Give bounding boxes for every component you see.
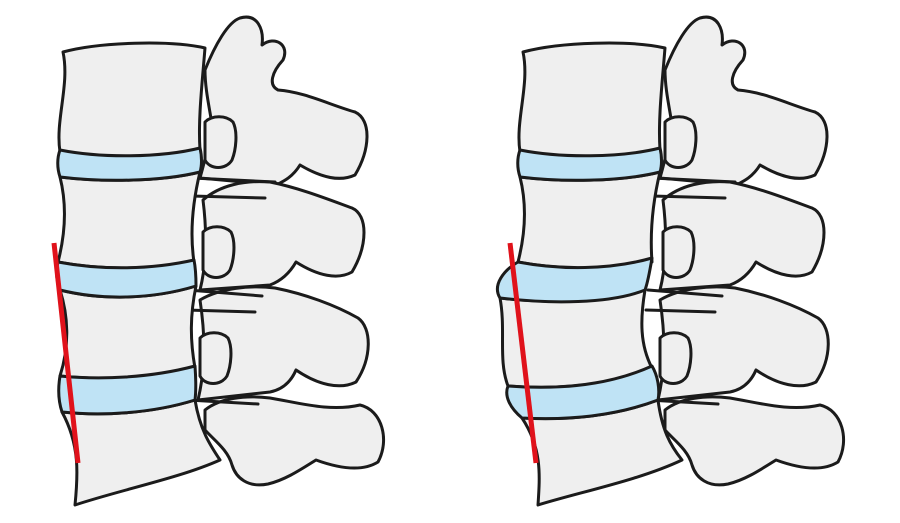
- disc-3-slipped: [505, 364, 661, 421]
- vertebra-2: [56, 170, 202, 270]
- vertebra-4: [60, 398, 222, 507]
- posterior-elements-slipped: [644, 15, 846, 487]
- disc-1-slipped: [516, 146, 663, 182]
- alignment-line-slipped: [507, 242, 539, 464]
- vertebra-2-slipped: [516, 170, 662, 270]
- vertebra-3: [58, 284, 198, 380]
- vertebra-1: [57, 41, 207, 158]
- posterior-elements-normal: [184, 15, 386, 487]
- disc-1: [56, 146, 203, 182]
- alignment-line-normal: [51, 242, 81, 464]
- spine-slipped: [495, 15, 846, 507]
- vertebra-1-slipped: [517, 41, 667, 158]
- spine-normal: [51, 15, 386, 507]
- disc-2-slipped: [495, 256, 654, 304]
- disc-3: [57, 364, 198, 416]
